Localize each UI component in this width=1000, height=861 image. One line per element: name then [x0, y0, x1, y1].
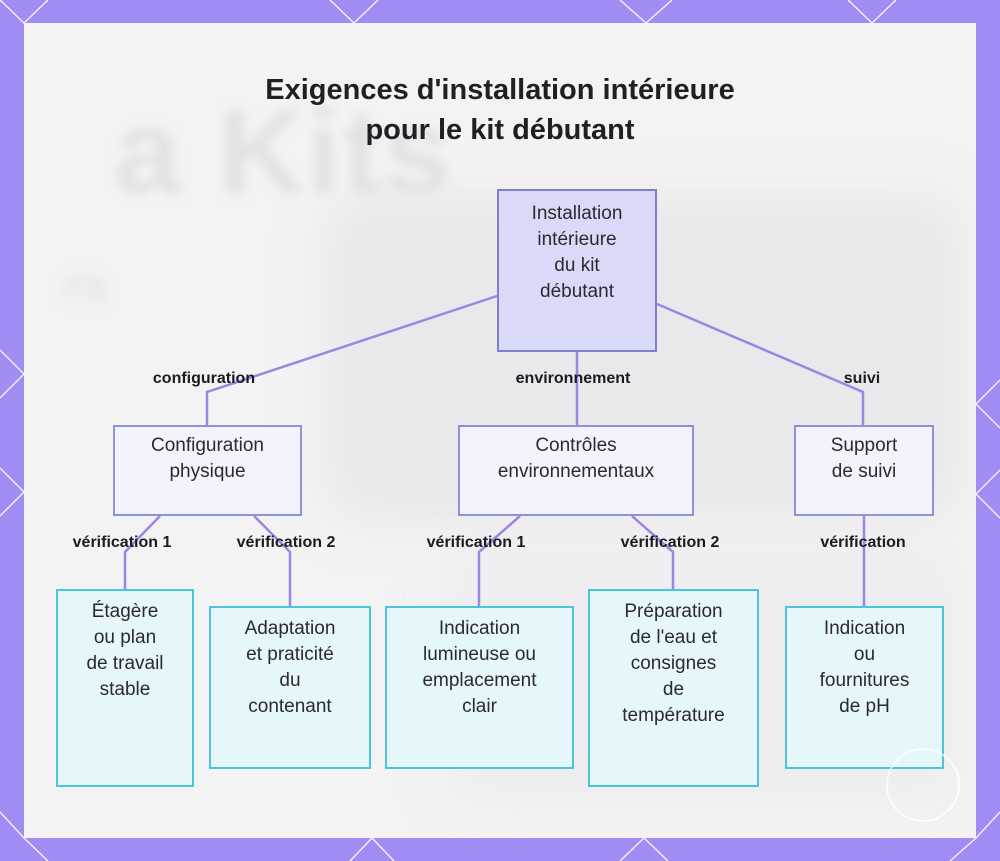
- edge-root-cat3: [656, 302, 865, 425]
- edge-cat2-leaf3: [477, 515, 521, 606]
- background-ghost-fragment: rs: [64, 259, 108, 311]
- edge-cat1-leaf1: [123, 515, 161, 589]
- edge-label-verification-2: vérification 2: [236, 534, 336, 551]
- node-controles-environnementaux: Contrôles environnementaux: [458, 425, 694, 516]
- edge-cat1-leaf2: [253, 515, 292, 606]
- edge-cat2-leaf4: [631, 515, 675, 589]
- node-configuration-physique: Configuration physique: [113, 425, 302, 516]
- node-indication-ph: Indication ou fournitures de pH: [785, 606, 944, 769]
- edge-label-verification-2: vérification 2: [620, 534, 720, 551]
- edge-label-verification: vérification: [820, 534, 906, 551]
- node-support-de-suivi: Support de suivi: [794, 425, 934, 516]
- node-root: Installation intérieure du kit débutant: [497, 189, 657, 352]
- node-adaptation-contenant: Adaptation et praticité du contenant: [209, 606, 371, 769]
- edge-label-verification-1: vérification 1: [426, 534, 526, 551]
- node-indication-lumineuse: Indication lumineuse ou emplacement clai…: [385, 606, 574, 769]
- edge-label-suivi: suivi: [843, 370, 881, 387]
- node-preparation-eau: Préparation de l'eau et consignes de tem…: [588, 589, 759, 787]
- diagram-title: Exigences d'installation intérieure pour…: [0, 70, 1000, 150]
- background-ghost-text: a Kits: [114, 85, 453, 219]
- edge-label-verification-1: vérification 1: [72, 534, 172, 551]
- watermark-badge: [886, 748, 960, 822]
- title-line-2: pour le kit débutant: [365, 114, 635, 146]
- edge-root-cat1: [205, 294, 498, 425]
- edge-label-configuration: configuration: [152, 370, 256, 387]
- title-line-1: Exigences d'installation intérieure: [265, 74, 735, 106]
- node-etagere: Étagère ou plan de travail stable: [56, 589, 194, 787]
- edge-label-environnement: environnement: [515, 370, 631, 387]
